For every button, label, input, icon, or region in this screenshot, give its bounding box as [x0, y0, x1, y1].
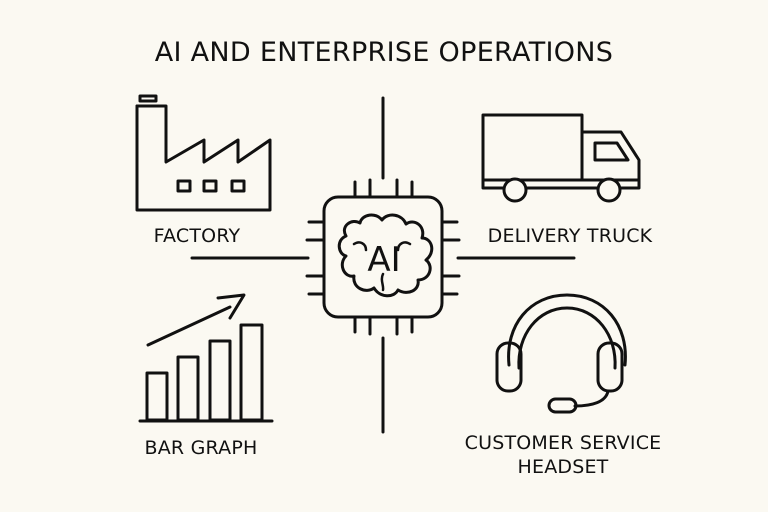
- ai-brain-chip-icon: [305, 178, 461, 336]
- delivery-truck-label: DELIVERY TRUCK: [487, 225, 653, 247]
- connector-lines: [190, 96, 576, 434]
- customer-service-label-line-1: CUSTOMER SERVICE: [464, 432, 662, 454]
- diagram-title: AI AND ENTERPRISE OPERATIONS: [154, 37, 614, 68]
- customer-service-headset-label: CUSTOMER SERVICE HEADSET: [443, 431, 683, 479]
- bar-graph-icon: [138, 293, 274, 423]
- truck-icon: [481, 113, 641, 203]
- ai-chip-label: AI: [367, 240, 401, 280]
- factory-icon: [135, 94, 272, 212]
- headset-icon: [495, 293, 627, 414]
- customer-service-label-line-2: HEADSET: [517, 456, 609, 478]
- factory-label: FACTORY: [153, 225, 241, 247]
- bar-graph-label: BAR GRAPH: [144, 437, 258, 459]
